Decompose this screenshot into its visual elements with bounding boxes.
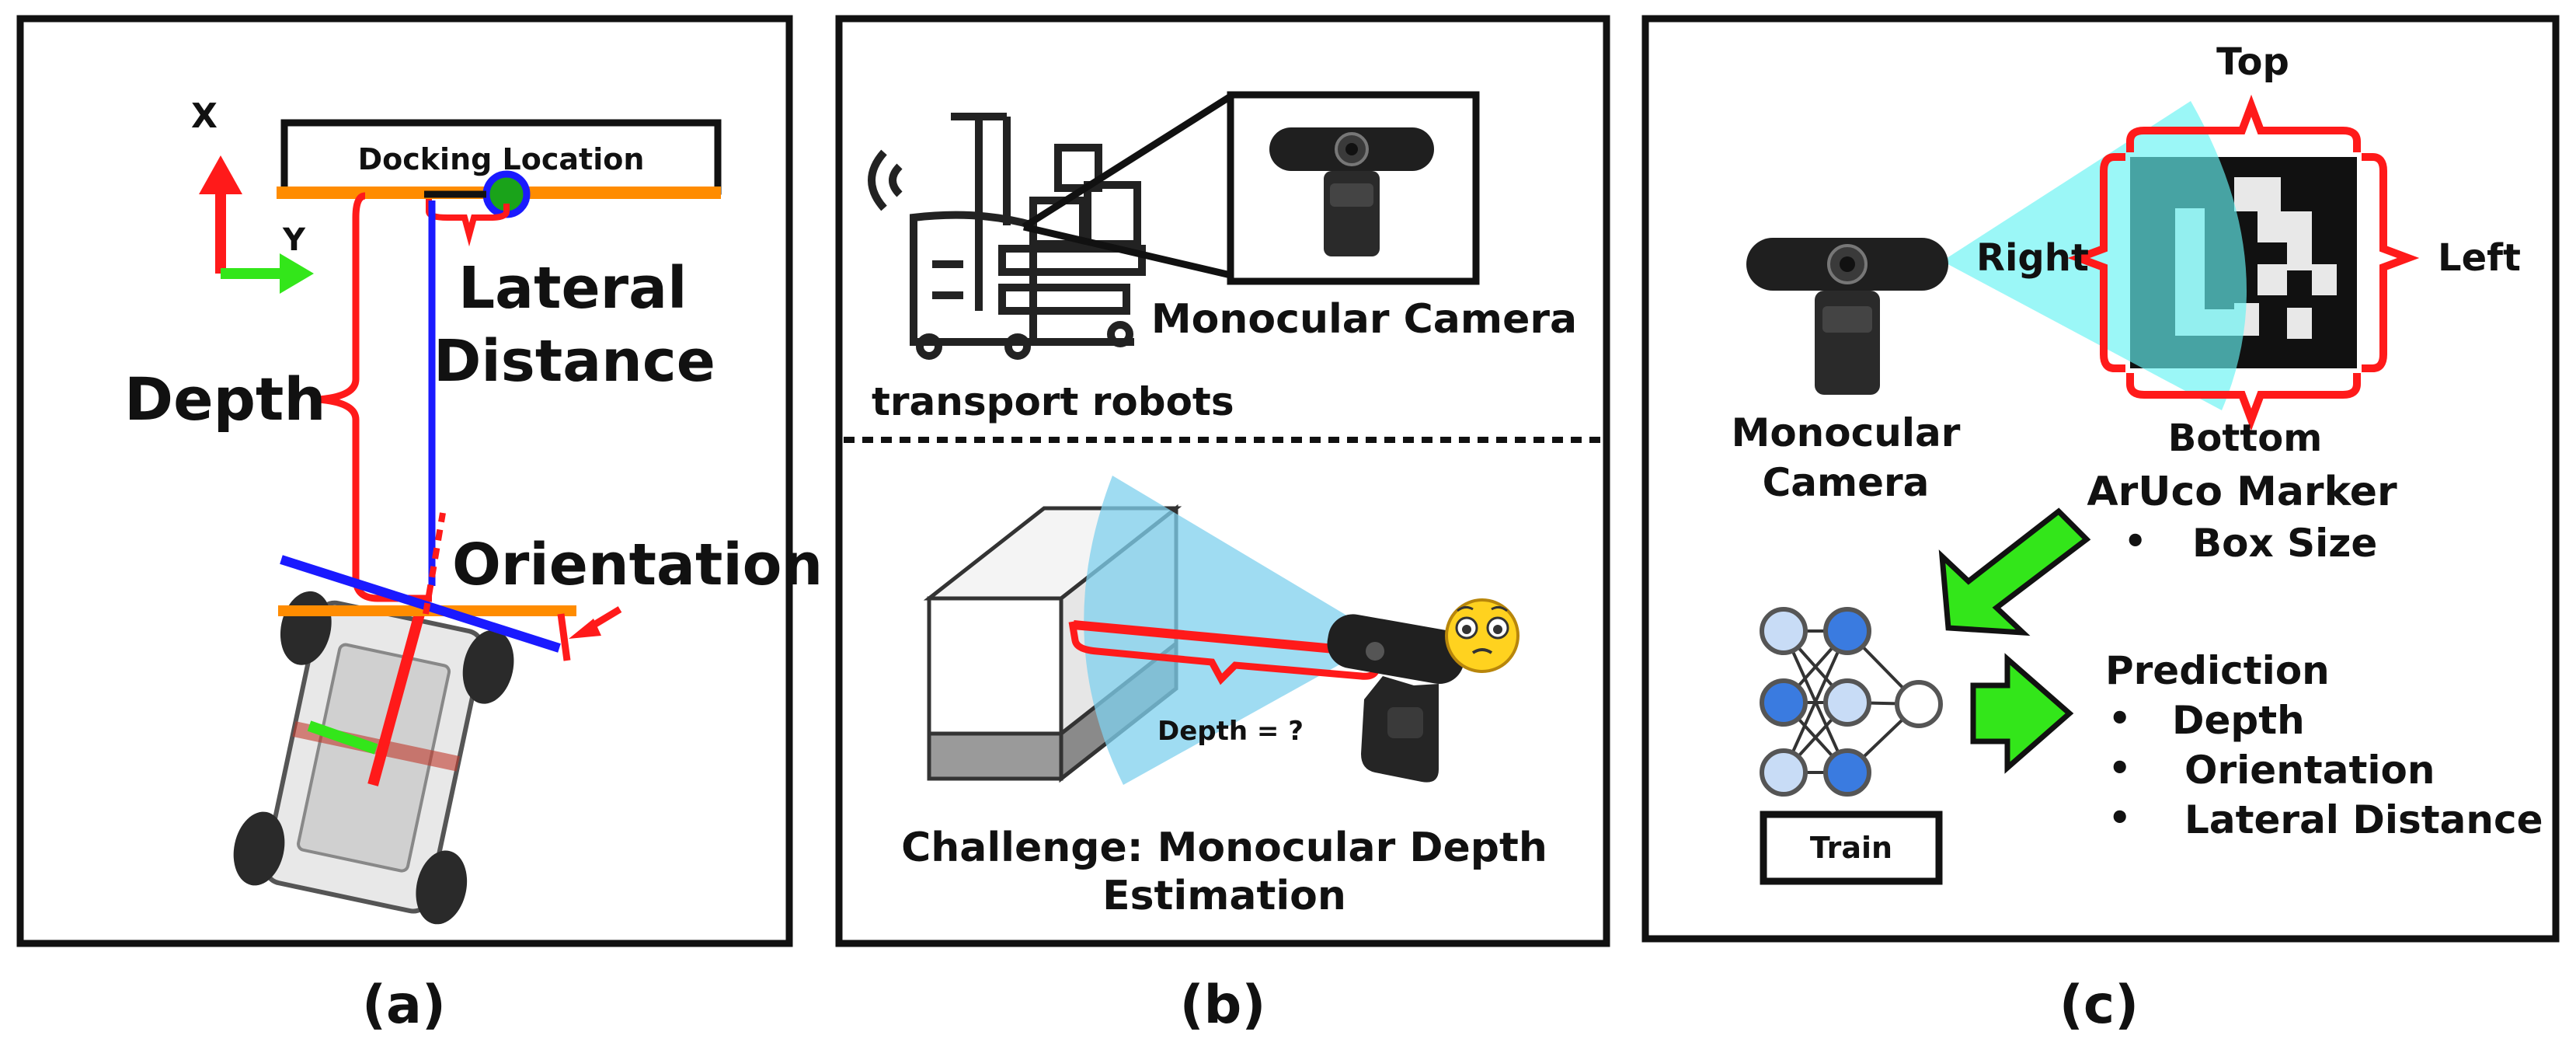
marker-top-label: Top — [2216, 40, 2289, 84]
orientation-dashed-line — [423, 512, 446, 615]
prediction-bullet-1: • — [2108, 697, 2131, 739]
prediction-title: Prediction — [2105, 648, 2330, 693]
robot-icon — [233, 591, 514, 925]
docking-location-label: Docking Location — [358, 142, 645, 176]
train-label: Train — [1810, 831, 1892, 865]
webcam-icon — [1269, 127, 1434, 256]
panel-b: Monocular Camera transport robots Depth … — [835, 15, 1610, 1036]
aruco-marker-bullet: • — [2124, 520, 2146, 562]
caption-a: (a) — [362, 975, 446, 1036]
panel-a: X Y Docking Location Lateral Distance De… — [16, 15, 823, 1036]
axis-y-label: Y — [282, 222, 306, 258]
challenge-label-line2: Estimation — [1102, 873, 1346, 919]
prediction-bullet-3: • — [2108, 797, 2131, 839]
bracket-right-side — [2067, 153, 2125, 372]
bracket-top — [2126, 94, 2361, 152]
monocular-camera-label-b: Monocular Camera — [1151, 296, 1577, 343]
zoom-line-top — [1022, 93, 1233, 230]
transport-robots-label: transport robots — [872, 379, 1234, 424]
orientation-label: Orientation — [452, 532, 823, 598]
prediction-bullet-2: • — [2108, 747, 2131, 789]
orientation-arrow-icon — [569, 606, 622, 639]
depth-red-line — [1073, 620, 1377, 657]
caption-b: (b) — [1180, 975, 1266, 1036]
panel-b-frame — [835, 15, 1610, 947]
marker-left-label: Left — [2438, 236, 2521, 280]
aruco-marker-item: Box Size — [2192, 521, 2377, 566]
pleading-face-icon — [1445, 598, 1519, 673]
zoom-line-bottom — [1022, 223, 1232, 279]
monocular-camera-label-c-line2: Camera — [1763, 460, 1930, 505]
axis-x-label: X — [191, 96, 218, 136]
prediction-item-depth: Depth — [2172, 698, 2305, 743]
side-webcam-icon — [1327, 614, 1465, 783]
lateral-distance-label-line2: Distance — [433, 328, 715, 395]
panel-c-frame — [1641, 15, 2560, 943]
bracket-left-side — [2362, 153, 2420, 372]
robot-y-axis — [307, 720, 378, 755]
depth-bracket — [318, 192, 432, 602]
monocular-camera-label-c-line1: Monocular — [1732, 410, 1961, 455]
transport-robot-icon — [868, 113, 1146, 360]
lateral-distance-label-line1: Lateral — [458, 255, 687, 322]
diagonal-green-arrow — [1938, 507, 2091, 636]
prediction-item-lateral: Lateral Distance — [2184, 797, 2543, 842]
panel-a-frame — [16, 15, 793, 947]
challenge-label-line1: Challenge: Monocular Depth — [901, 825, 1547, 871]
webcam-icon-c — [1746, 238, 1948, 395]
marker-bottom-label: Bottom — [2168, 417, 2322, 460]
depth-label: Depth — [124, 364, 325, 434]
robot-x-axis — [367, 612, 425, 786]
panel-c: Top Right Left Bottom Monocular Camera A… — [1641, 15, 2560, 1036]
train-box — [1760, 811, 1943, 885]
axis-icon — [199, 155, 314, 294]
neural-network-icon — [1760, 607, 1943, 797]
aruco-marker-title: ArUco Marker — [2087, 469, 2397, 515]
prediction-item-orientation: Orientation — [2184, 748, 2435, 793]
orientation-marker-line — [557, 613, 571, 661]
robot-blue-line — [280, 555, 561, 653]
bracket-bottom — [2126, 373, 2361, 431]
marker-right-label: Right — [1976, 236, 2089, 280]
camera-fov — [1084, 476, 1386, 785]
caption-c: (c) — [2059, 975, 2139, 1036]
depth-question-label: Depth = ? — [1157, 716, 1304, 747]
docking-location-box — [280, 119, 722, 195]
right-green-arrow — [1970, 653, 2074, 774]
